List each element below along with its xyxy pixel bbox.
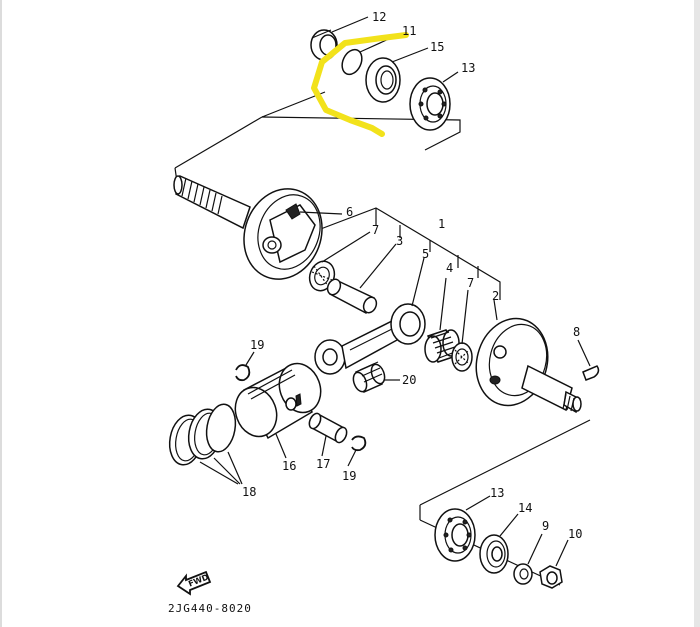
callout-6: 6 xyxy=(346,205,353,219)
callout-13-top: 13 xyxy=(461,61,475,75)
top-bearing-group: 12 11 15 13 xyxy=(261,10,475,151)
part-8-woodruff-key xyxy=(582,365,600,381)
callout-8: 8 xyxy=(573,325,580,339)
part-7-washer-right xyxy=(451,342,473,372)
callout-7-right: 7 xyxy=(467,276,474,290)
right-border xyxy=(694,0,700,627)
part-19-circlip-top xyxy=(235,364,251,382)
callout-20: 20 xyxy=(402,373,416,387)
part-13-bearing-bottom xyxy=(434,508,476,562)
part-16-piston xyxy=(234,362,322,440)
callout-9: 9 xyxy=(542,519,549,533)
part-10-nut xyxy=(539,565,563,589)
callout-4: 4 xyxy=(446,261,453,275)
callout-13-bottom: 13 xyxy=(490,486,504,500)
callout-10: 10 xyxy=(568,527,582,541)
callout-16: 16 xyxy=(282,459,296,473)
part-5-connecting-rod xyxy=(314,303,426,375)
left-border xyxy=(0,0,2,627)
part-code: 2JG440-8020 xyxy=(168,602,252,615)
callout-3: 3 xyxy=(396,234,403,248)
bottom-bearing-group: 13 14 9 10 xyxy=(419,419,591,589)
callout-2: 2 xyxy=(492,289,499,303)
part-15-seal xyxy=(365,57,401,103)
crankshaft-assembly: 6 1 7 3 5 4 7 2 8 xyxy=(173,116,600,414)
callout-17: 17 xyxy=(316,457,330,471)
part-3-crank-pin xyxy=(326,278,378,315)
part-14-oil-seal xyxy=(479,534,509,574)
callout-7-left: 7 xyxy=(372,223,379,237)
highlight-annotation xyxy=(311,32,409,137)
part-19-circlip-bottom xyxy=(351,435,367,452)
callout-14: 14 xyxy=(518,501,532,515)
part-6-crank-half-left xyxy=(173,174,323,280)
part-11-oring xyxy=(341,48,363,76)
part-9-washer xyxy=(513,563,533,585)
callout-19-bottom: 19 xyxy=(342,469,356,483)
part-17-piston-pin xyxy=(308,412,348,444)
part-20-small-end-bearing xyxy=(352,361,386,394)
piston-group: 19 18 16 17 xyxy=(168,338,416,499)
part-13-bearing-top xyxy=(409,77,451,131)
callout-19-top: 19 xyxy=(250,338,264,352)
callout-11: 11 xyxy=(402,24,416,38)
callout-1: 1 xyxy=(438,217,445,231)
part-2-crank-half-right xyxy=(475,317,582,414)
callout-18: 18 xyxy=(242,485,256,499)
part-18-piston-rings xyxy=(168,403,237,466)
forward-direction-badge: FWD xyxy=(176,570,212,596)
callout-15: 15 xyxy=(430,40,444,54)
callout-5: 5 xyxy=(422,247,429,261)
callout-12: 12 xyxy=(372,10,386,24)
